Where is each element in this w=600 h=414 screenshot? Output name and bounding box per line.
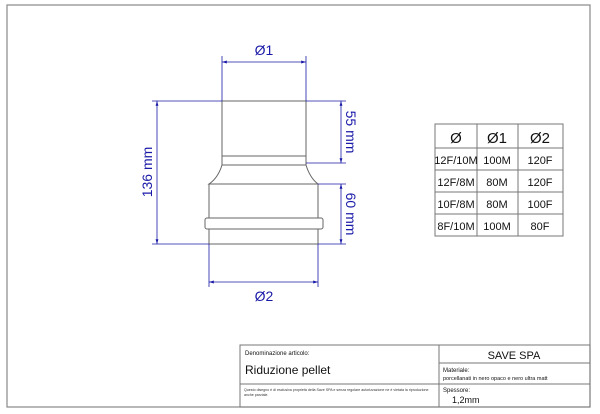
size-table: Ø Ø1 Ø2 12F/10M 100M 120F 12F/8M 80M 120… [434,123,564,237]
title-block: Denominazione articolo: Riduzione pellet… [239,344,591,408]
table-cell: 120F [527,177,552,189]
thickness-label: Spessore: [443,388,470,394]
table-cell: 12F/10M [434,155,477,167]
name-value: Riduzione pellet [245,363,331,377]
table-header: Ø1 [487,130,507,147]
table-cell: 10F/8M [437,199,474,211]
material-value: porcellanati in nero opaco e nero ultra … [443,376,548,382]
table-cell: 120F [527,155,552,167]
table-cell: 80M [486,177,507,189]
table-header: Ø [450,130,462,147]
material-label: Materiale: [443,368,470,374]
dim-upper-label: 55 mm [343,111,359,154]
dim-total-label: 136 mm [139,147,155,198]
table-header: Ø2 [530,130,550,147]
part-outline [204,100,324,245]
ownership-notice: Questo disegno è di esclusiva proprietà … [244,388,429,397]
dim-d1-label: Ø1 [255,42,274,58]
name-label: Denominazione articolo: [245,351,310,357]
table-cell: 100M [483,221,511,233]
dim-lower-label: 60 mm [343,193,359,236]
dimension-lines [152,56,346,287]
thickness-value: 1,2mm [452,395,480,405]
table-cell: 80M [486,199,507,211]
table-cell: 12F/8M [437,177,474,189]
table-cell: 100M [483,155,511,167]
table-cell: 8F/10M [437,221,474,233]
table-cell: 100F [527,199,552,211]
dim-d2-label: Ø2 [255,288,274,304]
table-cell: 80F [531,221,550,233]
company-name: SAVE SPA [488,350,541,362]
